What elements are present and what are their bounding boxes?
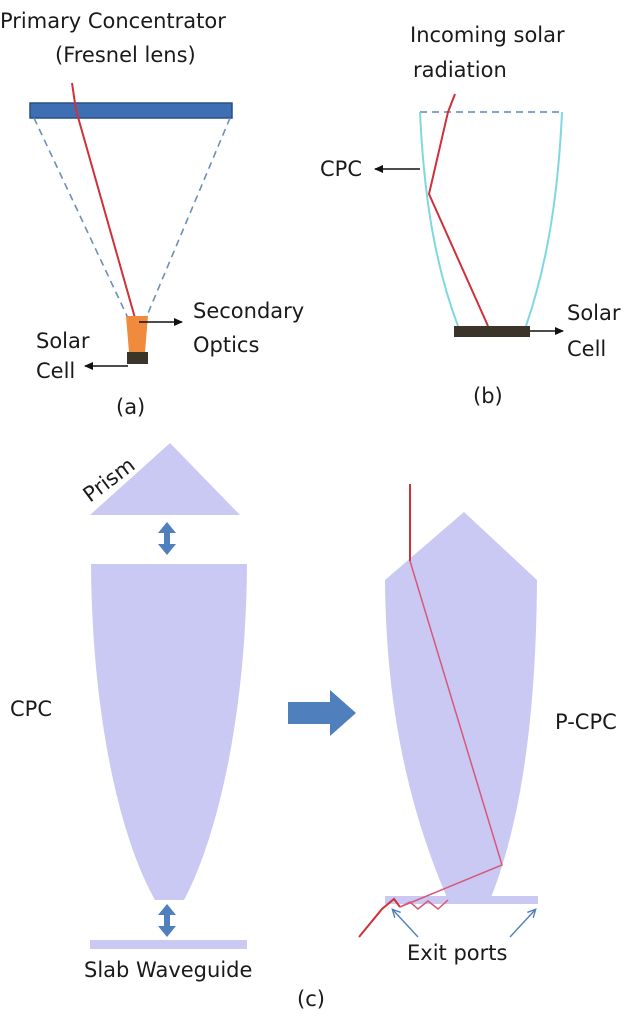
panel-b-solar-cell [454, 326, 530, 337]
prism-shape [90, 443, 240, 515]
incoming-radiation-line1: Incoming solar [410, 23, 565, 47]
focus-cone-right [145, 117, 231, 319]
slab-waveguide-label: Slab Waveguide [84, 958, 252, 982]
panel-a: Primary Concentrator (Fresnel lens) Seco… [0, 9, 304, 419]
transform-arrow [288, 690, 356, 736]
panel-c-waveguide-zigzag [399, 899, 449, 910]
panel-a-title-line2: (Fresnel lens) [55, 43, 196, 67]
panel-c-cpc-label: CPC [10, 697, 52, 721]
panel-a-title-line1: Primary Concentrator [0, 9, 226, 33]
cpc-slab-double-arrow [158, 904, 176, 937]
panel-b-ray [427, 93, 489, 327]
pcpc-slab [385, 896, 538, 904]
cpc-outline-left [419, 111, 459, 327]
secondary-optics-label-line1: Secondary [193, 299, 304, 323]
panel-a-solar-cell [127, 352, 148, 364]
focus-cone-left [33, 117, 129, 319]
secondary-optic [126, 316, 148, 352]
pcpc-shape [385, 512, 537, 900]
panel-b-cpc-label: CPC [320, 157, 362, 181]
incoming-radiation-line2: radiation [413, 58, 507, 82]
slab-waveguide [90, 940, 247, 949]
exit-ports-label: Exit ports [407, 941, 507, 965]
panel-c-caption: (c) [297, 987, 325, 1011]
pcpc-label: P-CPC [555, 710, 617, 734]
prism-cpc-double-arrow [158, 522, 176, 555]
panel-b-cell-label-line1: Solar [567, 301, 621, 325]
panel-a-cell-label-line2: Cell [36, 359, 75, 383]
panel-a-caption: (a) [116, 395, 145, 419]
cpc-outline-right [525, 111, 563, 327]
panel-a-ray [71, 82, 136, 319]
exit-port-arrow-left [393, 910, 419, 938]
panel-a-cell-label-line1: Solar [36, 329, 90, 353]
fresnel-lens [29, 102, 233, 119]
panel-b-caption: (b) [473, 384, 503, 408]
panel-b-cell-label-line2: Cell [567, 337, 606, 361]
panel-c-internal-ray [399, 560, 503, 908]
cpc-shape [91, 564, 247, 900]
panel-b: Incoming solar radiation CPC Solar Cell … [320, 23, 621, 408]
exit-port-arrow-right [509, 910, 535, 938]
secondary-optics-label-line2: Optics [193, 333, 259, 357]
panel-c: Prism CPC Slab Waveguide P-CPC [10, 443, 617, 1011]
panel-c-exit-ray [358, 897, 401, 938]
